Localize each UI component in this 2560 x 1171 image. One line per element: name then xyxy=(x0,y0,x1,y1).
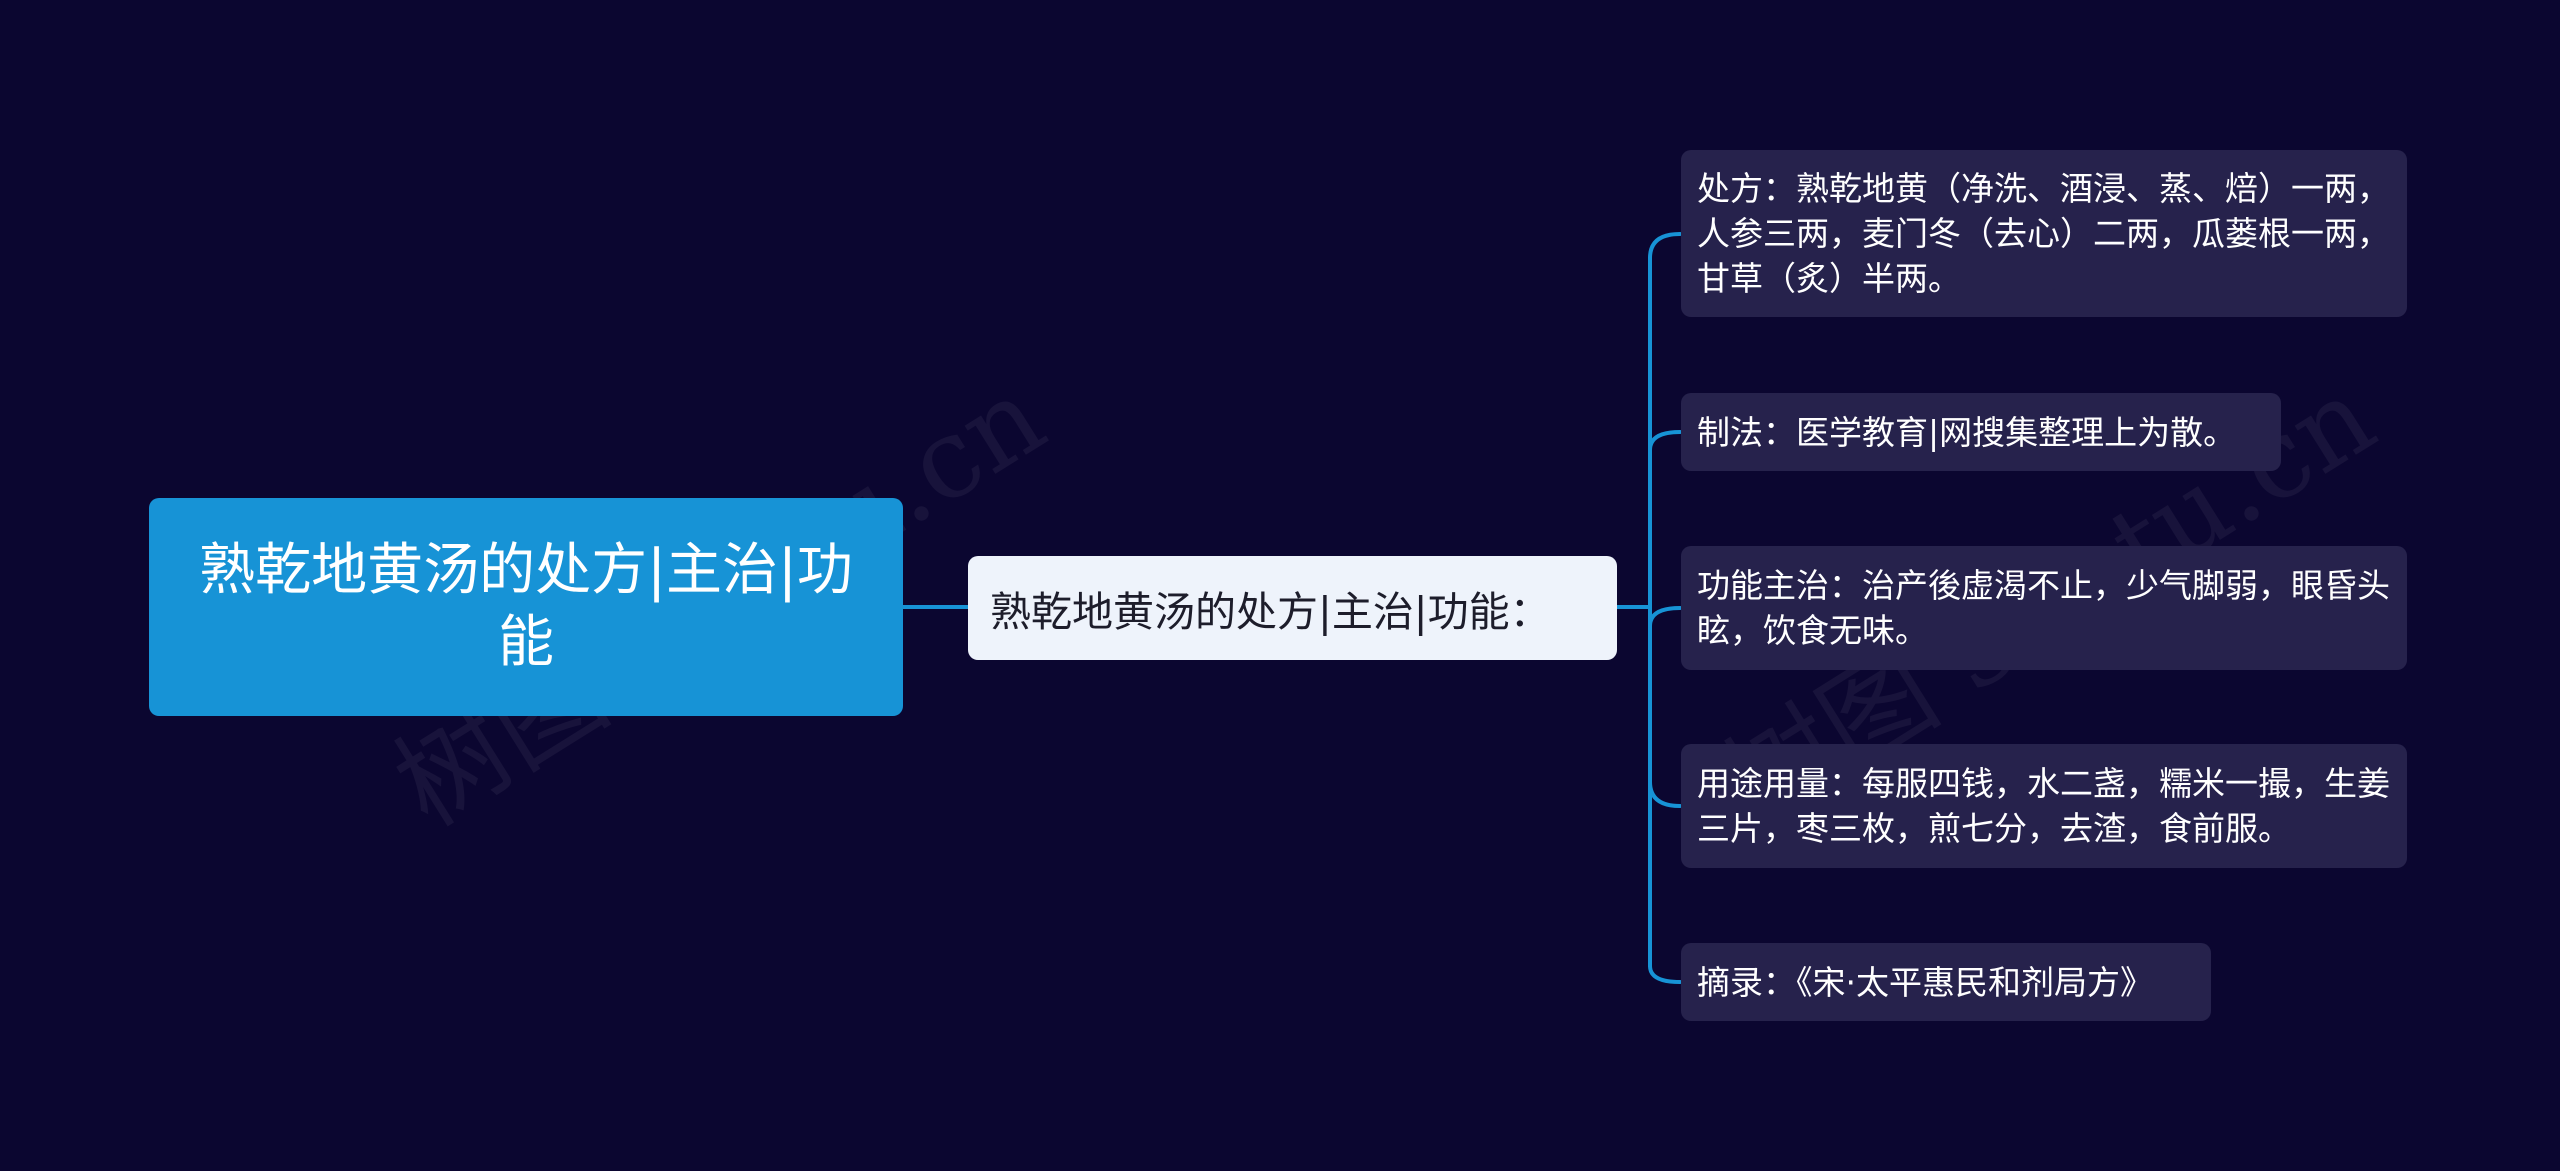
branch-node-dosage[interactable]: 用途用量：每服四钱，水二盏，糯米一撮，生姜三片，枣三枚，煎七分，去渣，食前服。 xyxy=(1681,744,2407,868)
branch-connector-3 xyxy=(1648,606,1682,628)
branch-node-source[interactable]: 摘录：《宋·太平惠民和剂局方》 xyxy=(1681,943,2211,1021)
branch-node-prescription[interactable]: 处方：熟乾地黄（净洗、酒浸、蒸、焙）一两，人参三两，麦门冬（去心）二两，瓜蒌根一… xyxy=(1681,150,2407,317)
branch-label-indications: 功能主治：治产後虚渴不止，少气脚弱，眼昏头眩，饮食无味。 xyxy=(1697,566,2390,650)
branch-connector-4 xyxy=(1648,780,1682,808)
branch-label-prescription: 处方：熟乾地黄（净洗、酒浸、蒸、焙）一两，人参三两，麦门冬（去心）二两，瓜蒌根一… xyxy=(1697,169,2390,298)
branch-label-preparation: 制法：医学教育|网搜集整理上为散。 xyxy=(1697,412,2237,452)
root-topic-node[interactable]: 熟乾地黄汤的处方|主治|功能 xyxy=(149,498,903,716)
branch-label-source: 摘录：《宋·太平惠民和剂局方》 xyxy=(1697,962,2153,1002)
branch-node-preparation[interactable]: 制法：医学教育|网搜集整理上为散。 xyxy=(1681,393,2281,471)
center-topic-node[interactable]: 熟乾地黄汤的处方|主治|功能： xyxy=(968,556,1617,660)
branch-label-dosage: 用途用量：每服四钱，水二盏，糯米一撮，生姜三片，枣三枚，煎七分，去渣，食前服。 xyxy=(1697,764,2390,848)
root-topic-label: 熟乾地黄汤的处方|主治|功能 xyxy=(199,538,853,675)
branch-connector-2 xyxy=(1648,430,1682,452)
branch-node-indications[interactable]: 功能主治：治产後虚渴不止，少气脚弱，眼昏头眩，饮食无味。 xyxy=(1681,546,2407,670)
branch-connector-5 xyxy=(1648,964,1682,984)
branch-connector-1 xyxy=(1648,232,1682,260)
center-topic-label: 熟乾地黄汤的处方|主治|功能： xyxy=(990,588,1551,636)
